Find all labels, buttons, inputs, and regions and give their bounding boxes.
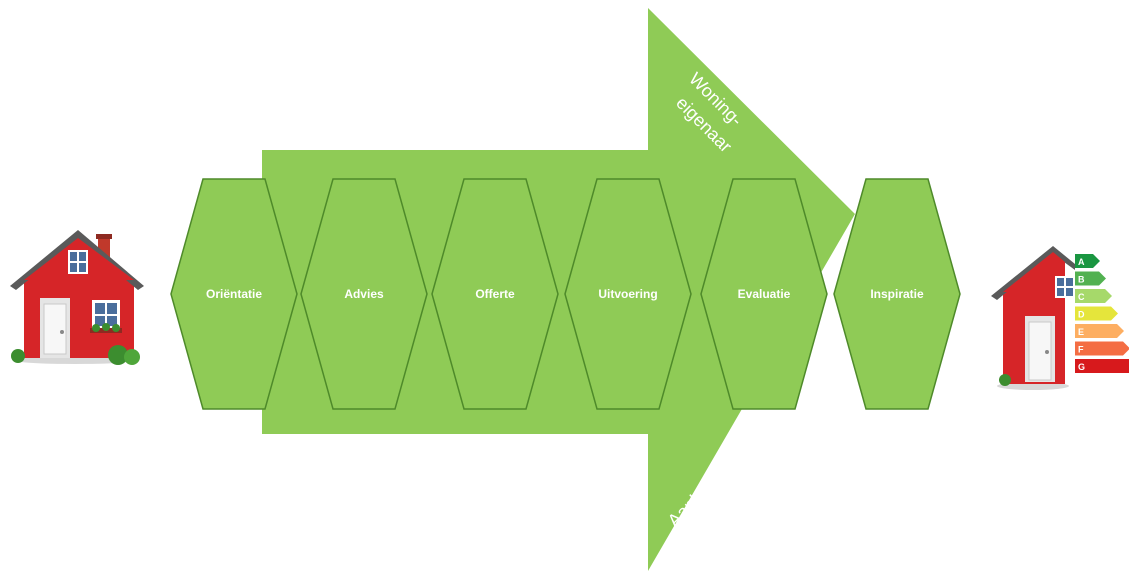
- step-hexagon: [300, 178, 428, 410]
- step-label: Inspiratie: [870, 287, 924, 301]
- energy-label-bar: [1075, 306, 1118, 321]
- energy-label-letter: B: [1078, 275, 1085, 285]
- step-label: Evaluatie: [738, 287, 791, 301]
- step-hexagons: Oriëntatie Advies Offerte Uitvoering Evaluat…: [170, 178, 961, 410]
- energy-label-bar: [1075, 359, 1129, 373]
- energy-label-bar: [1075, 341, 1129, 356]
- energy-label-letter: D: [1078, 310, 1085, 320]
- step-hexagon: [564, 178, 692, 410]
- step-hexagon: [431, 178, 559, 410]
- step-hexagon: [833, 178, 961, 410]
- energy-label-bar: [1075, 254, 1100, 268]
- house-icon: [10, 230, 144, 365]
- energy-label-letter: A: [1078, 257, 1085, 267]
- energy-label-bar: [1075, 324, 1124, 338]
- energy-label-bar: [1075, 289, 1112, 303]
- energy-label-letter: E: [1078, 327, 1084, 337]
- process-arrow: [262, 8, 855, 571]
- step-label: Uitvoering: [598, 287, 657, 301]
- step-hexagon: [170, 178, 298, 410]
- step-label: Offerte: [475, 287, 515, 301]
- energy-label-letter: F: [1078, 345, 1084, 355]
- step-label: Advies: [344, 287, 384, 301]
- energy-label-letter: G: [1078, 362, 1085, 372]
- energy-label-letter: C: [1078, 292, 1085, 302]
- step-hexagon: [700, 178, 828, 410]
- energy-label-bar: [1075, 271, 1106, 286]
- step-label: Oriëntatie: [206, 287, 262, 301]
